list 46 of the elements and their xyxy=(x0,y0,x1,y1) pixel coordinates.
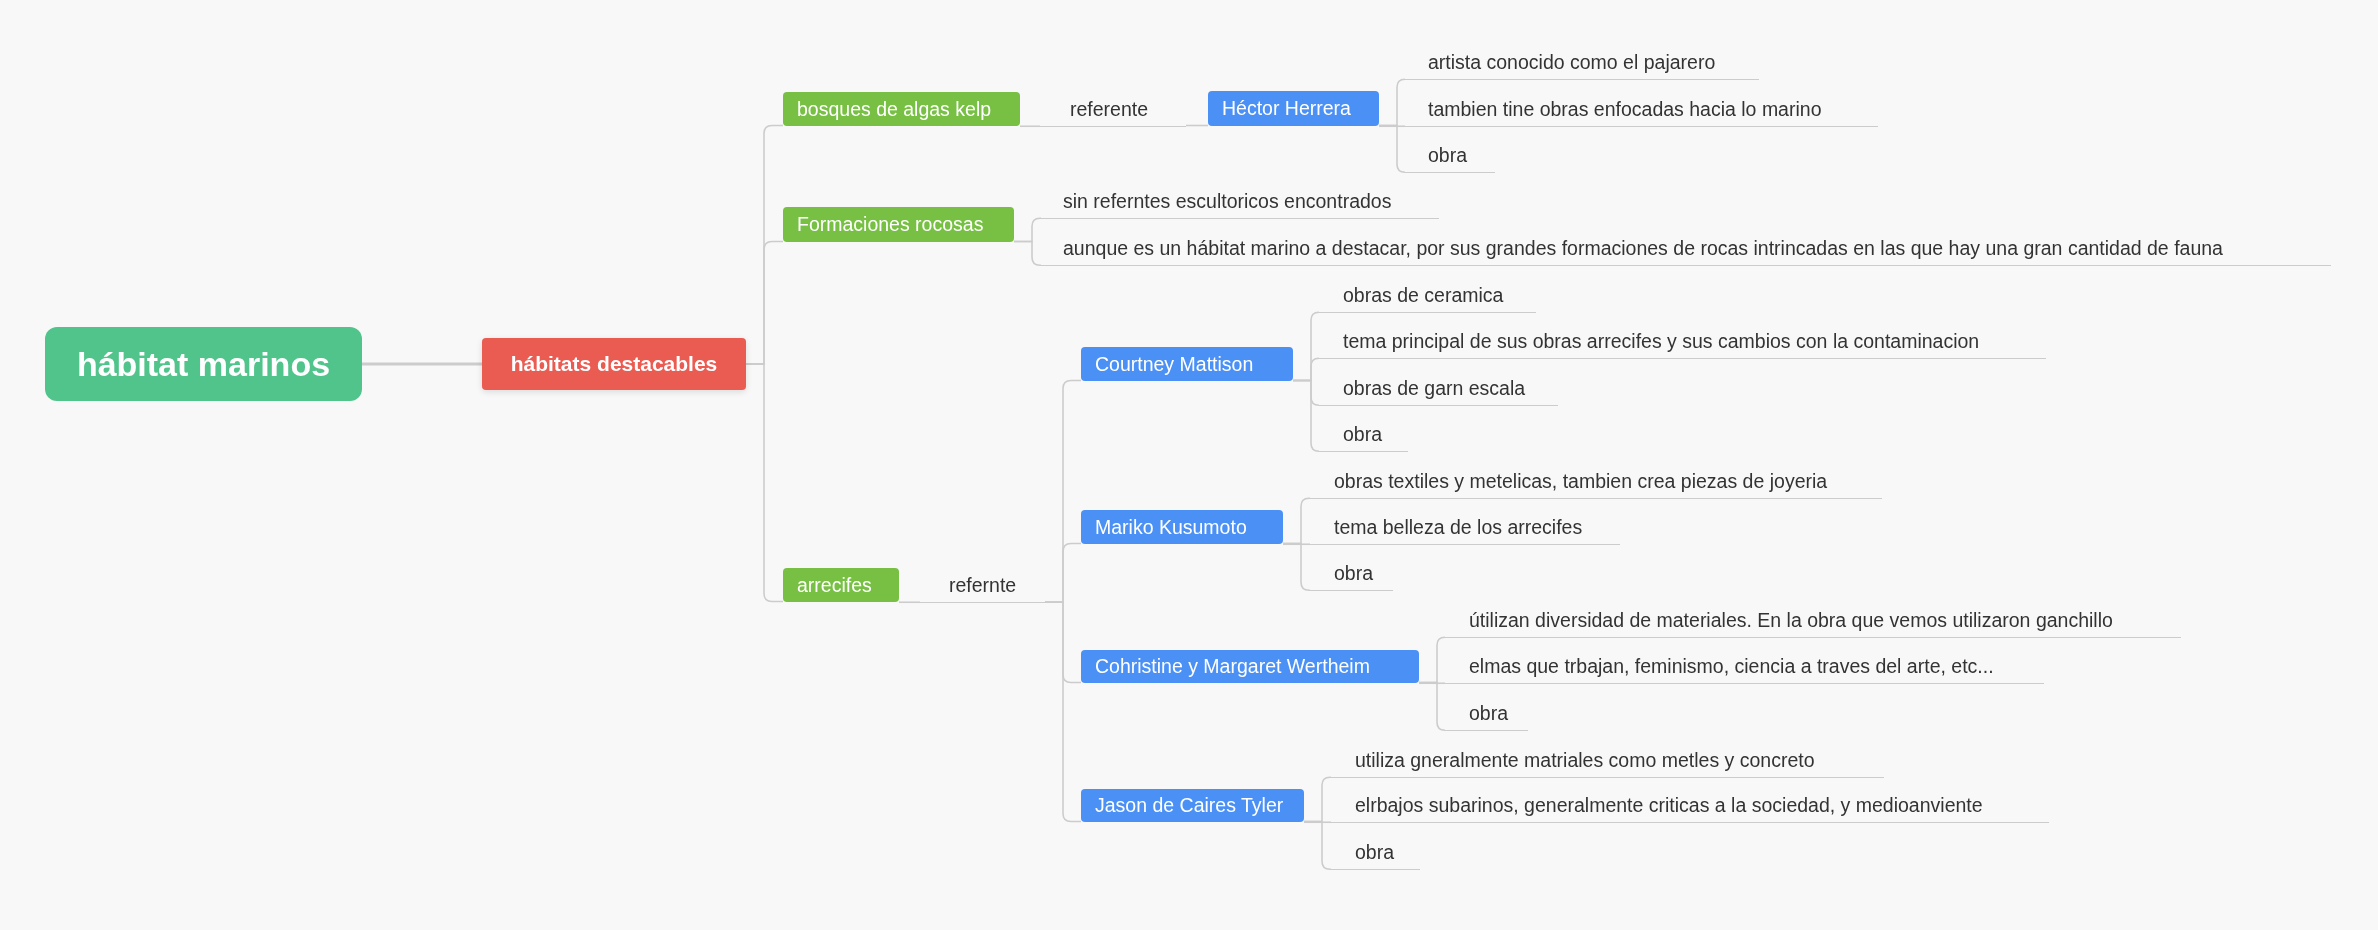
connector-line xyxy=(1282,543,1311,546)
main-topic-box: hábitats destacables xyxy=(482,338,746,390)
underlined-topic: tema principal de sus obras arrecifes y sus cambios con la contaminacion xyxy=(1319,325,2046,359)
subtopic-box: Jason de Caires Tyler xyxy=(1081,789,1304,822)
underlined-topic: obra xyxy=(1331,836,1420,870)
subtopic-box: bosques de algas kelp xyxy=(783,92,1020,126)
subtopic-box: Courtney Mattison xyxy=(1081,347,1293,381)
connector-line xyxy=(1013,240,1042,267)
subtopic-box: Mariko Kusumoto xyxy=(1081,510,1283,544)
subtopic-box: Héctor Herrera xyxy=(1208,91,1379,126)
underlined-topic: obra xyxy=(1405,139,1495,173)
underlined-topic: elmas que trbajan, feminismo, ciencia a traves del arte, etc... xyxy=(1445,650,2044,684)
underlined-topic: obras textiles y metelicas, tambien crea piezas de joyeria xyxy=(1310,465,1882,499)
underlined-topic: tema belleza de los arrecifes xyxy=(1310,511,1620,545)
connector-line xyxy=(1303,821,1332,824)
underlined-topic: obras de garn escala xyxy=(1319,372,1558,406)
connector-line xyxy=(1044,601,1082,823)
underlined-topic: artista conocido como el pajarero xyxy=(1405,46,1759,80)
underlined-topic: obra xyxy=(1319,418,1408,452)
connector-line xyxy=(1185,124,1209,127)
connector-line xyxy=(362,362,482,366)
connector-line xyxy=(1378,124,1406,174)
underlined-topic: tambien tine obras enfocadas hacia lo marino xyxy=(1405,93,1878,127)
underlined-topic: obra xyxy=(1310,557,1394,591)
subtopic-box: Cohristine y Margaret Wertheim xyxy=(1081,650,1419,683)
underlined-topic: elrbajos subarinos, generalmente criticas a la sociedad, y medioanviente xyxy=(1331,789,2049,823)
underlined-topic: obras de ceramica xyxy=(1319,279,1536,313)
connector-line xyxy=(1282,542,1311,592)
connector-line xyxy=(1292,379,1320,453)
subtopic-box: Formaciones rocosas xyxy=(783,207,1014,242)
subtopic-box: arrecifes xyxy=(783,568,899,602)
underlined-topic: sin referntes escultoricos encontrados xyxy=(1041,185,1439,219)
connector-line xyxy=(898,601,921,604)
underlined-topic: útilizan diversidad de materiales. En la obra que vemos utilizaron ganchillo xyxy=(1445,604,2181,638)
connector-line xyxy=(745,363,784,603)
underlined-topic: obra xyxy=(1445,697,1529,731)
underlined-topic: referente xyxy=(1040,93,1186,127)
underlined-topic: refernte xyxy=(920,569,1045,603)
connector-line xyxy=(1378,125,1406,128)
connector-line xyxy=(1418,681,1446,732)
underlined-topic: utiliza gneralmente matriales como metles y concreto xyxy=(1331,744,1884,778)
connector-line xyxy=(1019,125,1041,128)
connector-line xyxy=(1418,682,1446,685)
connector-line xyxy=(1303,820,1332,871)
central-topic-box: hábitat marinos xyxy=(45,327,362,401)
underlined-topic: aunque es un hábitat marino a destacar, por sus grandes formaciones de rocas intrincadas en las que hay una gran cantidad de fauna xyxy=(1041,232,2331,266)
